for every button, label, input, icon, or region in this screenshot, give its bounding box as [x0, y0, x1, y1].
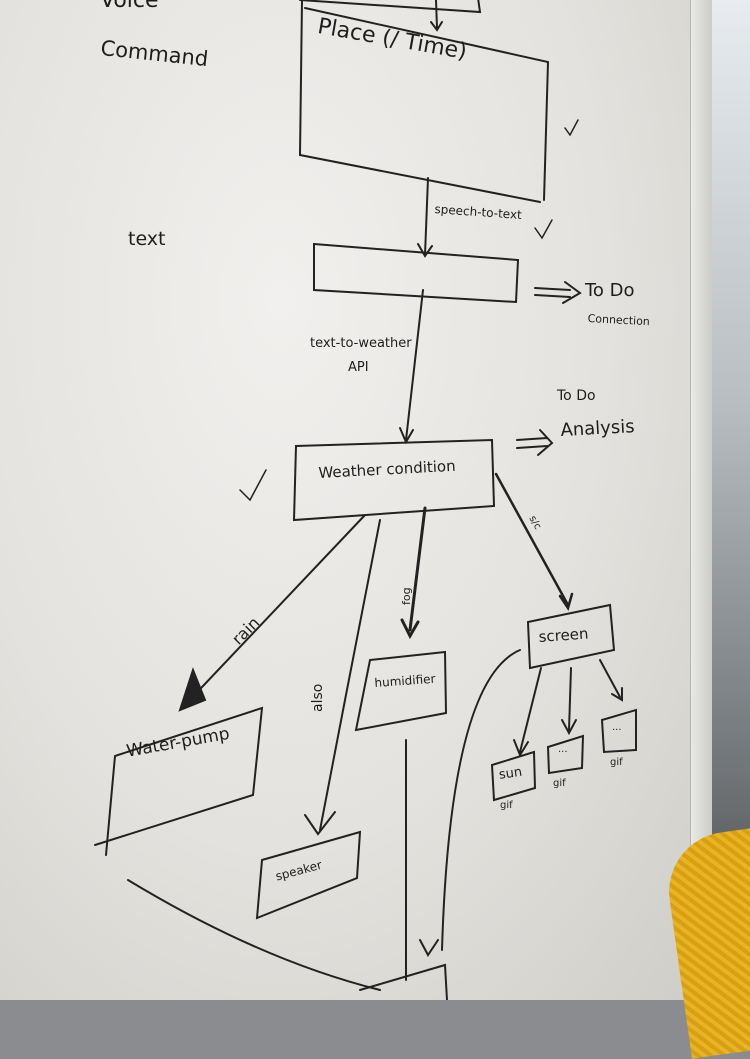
checkmark-1: [564, 119, 579, 137]
arrow-top: [430, 0, 443, 32]
arrow-text-to-weather: [399, 289, 424, 445]
arrow-speech-to-text: [417, 177, 433, 258]
arrow-fog: [400, 506, 427, 640]
gif-box-2-dots: ...: [558, 744, 568, 755]
gif-label-2: gif: [553, 778, 566, 789]
diagram-lines: [94, 0, 637, 1000]
bottom-box: [359, 963, 448, 1000]
todo-analysis-title: To Do: [557, 388, 596, 404]
todo-analysis-label: Analysis: [560, 416, 636, 441]
line-bottom: [127, 879, 381, 991]
gif-label-3: gif: [610, 757, 623, 768]
weather-condition-box: [292, 438, 496, 522]
sun-label: sun: [498, 764, 524, 783]
screen-box: [526, 603, 616, 670]
gif-label-1: gif: [500, 800, 513, 811]
checkmark-2: [534, 219, 553, 240]
speaker-box: [255, 830, 362, 920]
also-label: also: [310, 683, 326, 712]
curve-left: [441, 649, 521, 951]
label-voice: Voice: [100, 0, 159, 13]
top-box-edge: [299, 0, 482, 14]
api-label: API: [348, 360, 369, 375]
double-arrow-analysis: [516, 429, 554, 456]
gif-box-1: [490, 750, 537, 802]
double-arrow-connection: [534, 281, 582, 304]
text-to-weather-label: text-to-weather: [310, 336, 412, 351]
todo-connection-title: To Do: [585, 280, 635, 301]
vertical-line: [405, 739, 439, 981]
text-box: [313, 242, 520, 304]
humidifier-box: [354, 650, 448, 732]
gif-box-2: [546, 734, 585, 775]
gif-box-3-dots: ...: [612, 722, 622, 733]
arrow-screen: [494, 472, 574, 611]
arrow-rain-head: [178, 667, 207, 712]
arrow-rain: [184, 514, 366, 706]
water-pump-box: [94, 706, 264, 856]
screen-arrows: [513, 659, 623, 758]
place-time-box: [298, 0, 550, 203]
checkmark-3: [239, 469, 267, 502]
screen-label: screen: [538, 624, 590, 646]
fog-label: fog: [400, 587, 413, 605]
whiteboard: [0, 0, 700, 1000]
whiteboard-frame: [690, 0, 713, 1000]
arrow-also: [304, 519, 381, 836]
label-text: text: [128, 228, 166, 250]
gif-box-3: [600, 708, 637, 754]
